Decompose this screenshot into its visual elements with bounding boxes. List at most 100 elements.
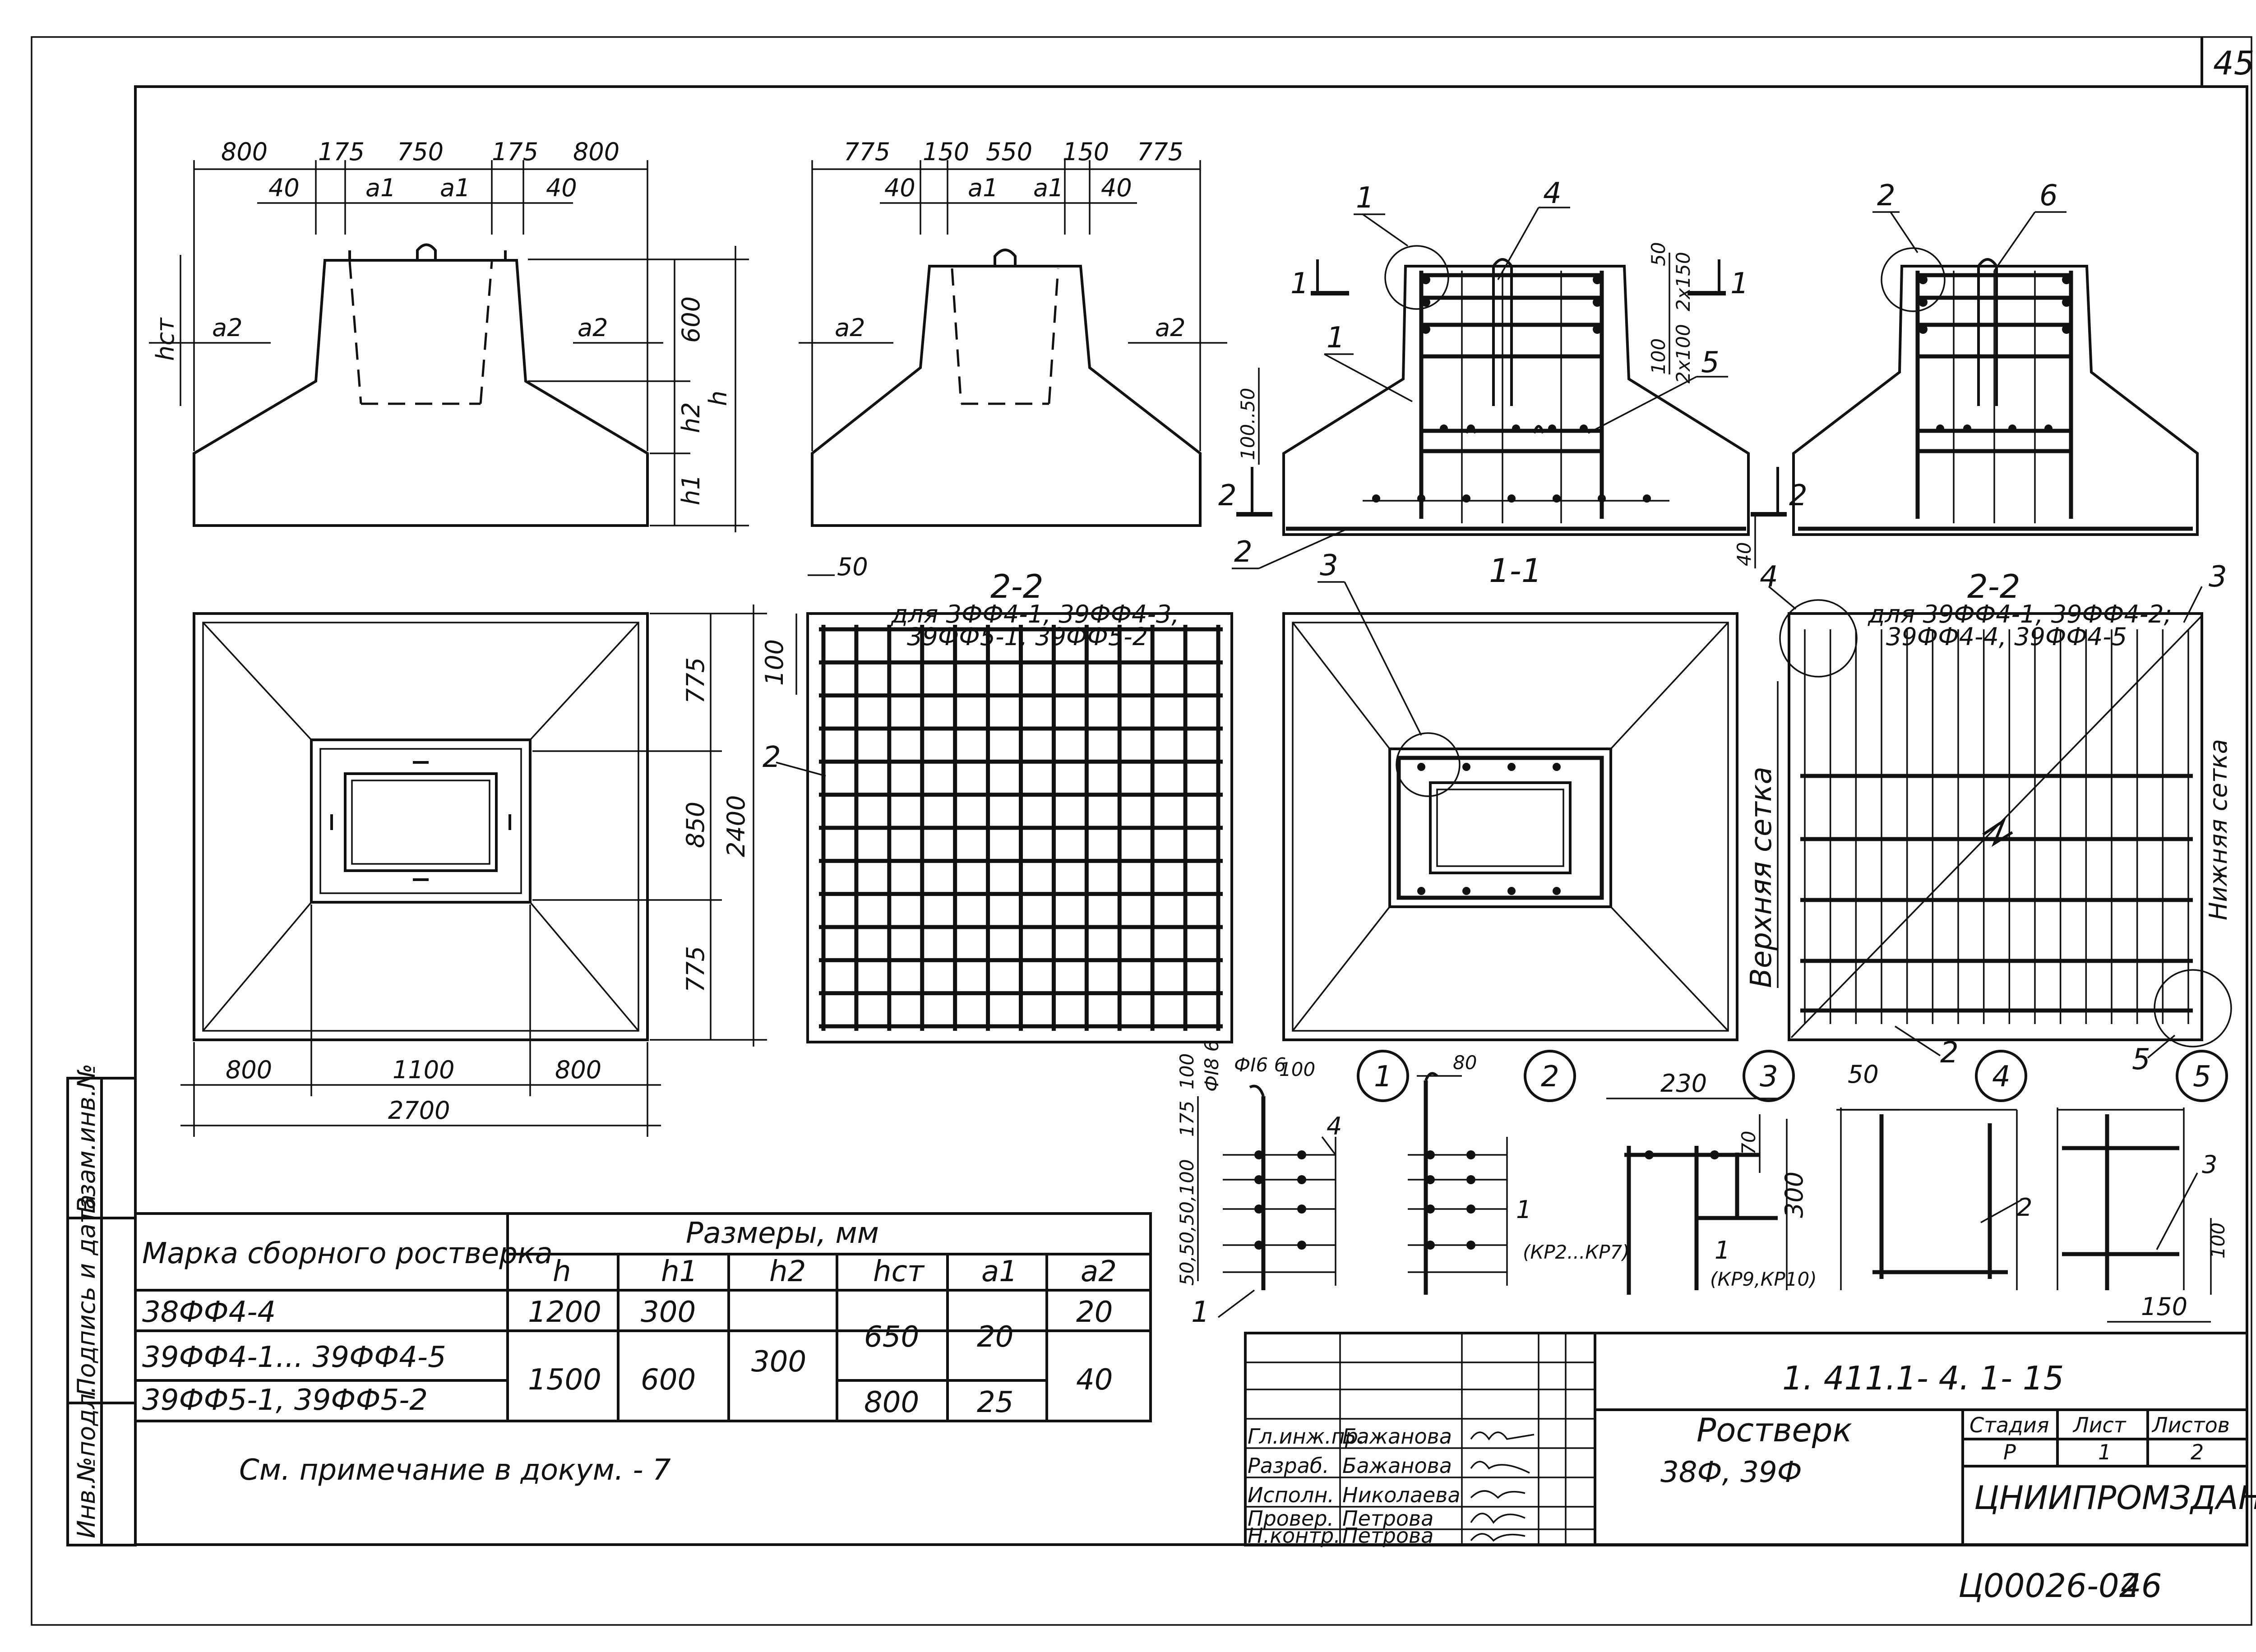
detail-3-tag: (КР9,КР10) bbox=[1710, 1268, 1817, 1290]
mesh-b-title: 2-2 bbox=[1967, 568, 2020, 605]
detail-1-dim-175: 175 bbox=[1176, 1101, 1198, 1137]
tb-sheets-label: Листов bbox=[2151, 1413, 2230, 1437]
table-row-2-h: 1500 bbox=[528, 1363, 601, 1397]
stamp-sign-date: Подпись и дата bbox=[72, 1195, 101, 1396]
detail-4: 4 50 2 bbox=[1836, 1050, 2032, 1290]
detail-5-dim-150: 150 bbox=[2141, 1292, 2187, 1321]
detail-5-number: 5 bbox=[2193, 1060, 2211, 1094]
dimension-table: Марка сборного ростверка Размеры, мм h h… bbox=[134, 1212, 1152, 1487]
detail-1-tag-1: ФI8 6 bbox=[1201, 1040, 1223, 1092]
plan-b: 3 bbox=[1282, 549, 1738, 1041]
elevation-b: 775 150 550 150 775 40 a1 a1 40 a2 a2 bbox=[799, 138, 1227, 527]
detail-5: 5 3 100 150 bbox=[2057, 1050, 2229, 1323]
elev-b-a2-right: a2 bbox=[1155, 314, 1185, 342]
signature-marks bbox=[1470, 1431, 1535, 1542]
table-header-mark: Марка сборного ростверка bbox=[142, 1237, 553, 1270]
tb-role-4: Провер. bbox=[1248, 1506, 1334, 1531]
table-row-3-mark: 39ФФ5-1, 39ФФ5-2 bbox=[142, 1384, 428, 1417]
s11-dim-2x100: 2x100 bbox=[1672, 324, 1694, 383]
table-col-h1: h1 bbox=[661, 1255, 698, 1288]
elev-a-right-h2: h2 bbox=[677, 402, 705, 433]
detail-1-dim-100: 100 bbox=[1279, 1058, 1315, 1080]
s11-dim-40: 40 bbox=[1733, 542, 1755, 566]
table-merged-a1: 20 bbox=[977, 1320, 1013, 1354]
table-row-3-a1: 25 bbox=[977, 1386, 1013, 1419]
mesh-b-callout-2: 2 bbox=[1940, 1036, 1959, 1070]
elev-a-hct: hст bbox=[151, 317, 180, 361]
s11-cut-2-left: 2 bbox=[1218, 479, 1237, 512]
table-row-1-a2: 20 bbox=[1076, 1296, 1113, 1329]
tb-org: ЦНИИПРОМЗДАНИЙ bbox=[1974, 1479, 2256, 1517]
stamp-inv-replace: Взам.инв.№ bbox=[72, 1064, 101, 1214]
tb-name-5: Петрова bbox=[1342, 1523, 1433, 1548]
detail-2-tag: (КР2...КР7) bbox=[1523, 1241, 1630, 1263]
elev-a-a2-right: a2 bbox=[578, 314, 608, 342]
elev-b-dim-3: 550 bbox=[986, 138, 1032, 166]
table-row-2-h1: 600 bbox=[641, 1363, 696, 1397]
s11-dim-50: 50 bbox=[1647, 242, 1669, 266]
mesh-b-subtitle-2: 39ФФ4-4, 39ФФ4-5 bbox=[1886, 623, 2127, 651]
tb-role-2: Разраб. bbox=[1248, 1454, 1329, 1478]
detail-3-number: 3 bbox=[1760, 1060, 1778, 1094]
table-row-1-h1: 300 bbox=[641, 1296, 696, 1329]
tb-name-2: Бажанова bbox=[1342, 1454, 1452, 1478]
title-block: 1. 411.1- 4. 1- 15 Ростверк 38Ф, 39Ф Ста… bbox=[1244, 1332, 2256, 1548]
s11-dim-100: 100 bbox=[1647, 338, 1669, 374]
elev-a-sub-2: a1 bbox=[365, 174, 396, 202]
tb-sheets: 2 bbox=[2191, 1440, 2204, 1464]
detail-2-dim-80: 80 bbox=[1453, 1052, 1477, 1074]
plan-a-total-bottom: 2700 bbox=[388, 1096, 450, 1125]
s11-callout-4: 4 bbox=[1543, 177, 1562, 210]
detail-4-dim-50: 50 bbox=[1848, 1060, 1879, 1089]
mesh-b: 2-2 для 39ФФ4-1, 39ФФ4-2; 39ФФ4-4, 39ФФ4… bbox=[1745, 560, 2233, 1076]
plan-a: 775 850 775 2400 800 1100 800 2700 bbox=[180, 605, 767, 1137]
plan-a-bottom-800a: 800 bbox=[226, 1056, 272, 1084]
elev-a-dim-5: 800 bbox=[573, 138, 619, 166]
table-col-h: h bbox=[553, 1255, 571, 1288]
sheet-frame: 45 bbox=[31, 36, 2255, 1626]
detail-1-label-4: 4 bbox=[1327, 1112, 1342, 1140]
elev-b-sub-2: a1 bbox=[968, 174, 998, 202]
detail-1-dim-100b: 100 bbox=[1176, 1053, 1198, 1089]
detail-5-dim-100: 100 bbox=[2207, 1223, 2229, 1259]
elev-a-a2-left: a2 bbox=[212, 314, 242, 342]
tb-role-5: Н.контр. bbox=[1248, 1523, 1341, 1548]
table-row-2-a2: 40 bbox=[1076, 1363, 1113, 1397]
s11-dim-2x150: 2x150 bbox=[1672, 252, 1694, 311]
elev-a-dim-2: 175 bbox=[318, 138, 365, 166]
s11-dim-left: 100..50 bbox=[1237, 388, 1259, 460]
tb-title-2: 38Ф, 39Ф bbox=[1660, 1456, 1802, 1489]
side-stamp: Взам.инв.№ Подпись и дата Инв.№подл. bbox=[66, 1064, 137, 1546]
detail-2-label-1: 1 bbox=[1516, 1195, 1531, 1224]
plan-a-right-775b: 775 bbox=[681, 946, 710, 992]
detail-1: 1 100 175 50,50,50,100 100 ФI8 6 ФI6 6 4… bbox=[1176, 1040, 1409, 1329]
elev-a-right-600: 600 bbox=[677, 296, 705, 343]
detail-1-tag-2: ФI6 6 bbox=[1234, 1054, 1286, 1076]
mesh-a-title: 2-2 bbox=[990, 568, 1044, 605]
s11-cut-2-right: 2 bbox=[1789, 479, 1808, 512]
elev-b-dim-5: 775 bbox=[1137, 138, 1183, 166]
detail-4-label-2: 2 bbox=[2017, 1193, 2032, 1222]
plan-b-callout-3: 3 bbox=[1320, 549, 1338, 582]
elev-a-sub-4: 40 bbox=[546, 174, 577, 202]
elev-b-dim-4: 150 bbox=[1063, 138, 1109, 166]
tb-name-4: Петрова bbox=[1342, 1506, 1433, 1531]
table-col-a1: a1 bbox=[981, 1255, 1017, 1288]
elev-a-right-h1: h1 bbox=[677, 474, 705, 505]
detail-3-dim-230: 230 bbox=[1660, 1069, 1707, 1098]
table-row-1-h: 1200 bbox=[528, 1296, 601, 1329]
elev-a-sub-3: a1 bbox=[440, 174, 470, 202]
mesh-a-grid bbox=[819, 625, 1223, 1031]
elev-b-sub-1: 40 bbox=[884, 174, 915, 202]
detail-4-number: 4 bbox=[1992, 1060, 2011, 1094]
s11-callout-1b: 1 bbox=[1327, 321, 1345, 355]
elev-a-sub-1: 40 bbox=[268, 174, 300, 202]
detail-3: 3 230 70 300 1 (КР9,КР10) bbox=[1606, 1050, 1817, 1295]
table-row-1-mark: 38ФФ4-4 bbox=[142, 1296, 276, 1329]
elev-b-dim-2: 150 bbox=[923, 138, 969, 166]
stamp-inv-orig: Инв.№подл. bbox=[72, 1386, 101, 1538]
elev-b-dim-1: 775 bbox=[844, 138, 890, 166]
mesh-a-callout-2: 2 bbox=[763, 741, 781, 774]
plan-a-right-775a: 775 bbox=[681, 657, 710, 704]
elev-b-a2-left: a2 bbox=[835, 314, 865, 342]
